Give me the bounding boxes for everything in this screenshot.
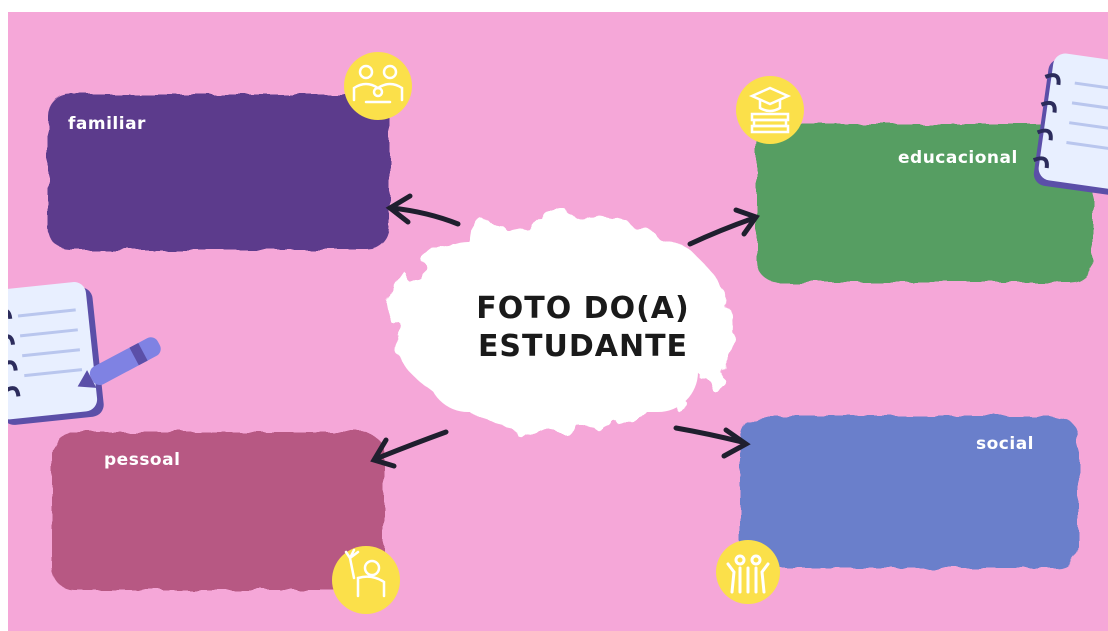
label-educacional: educacional [898,148,1018,168]
educacional-box [756,124,1092,282]
family-icon [344,52,412,120]
notebook-icon-top-right [1032,53,1108,196]
familiar-box [48,94,390,250]
label-social: social [976,434,1035,454]
graduation-books-icon [736,76,804,144]
center-title-line1: FOTO DO(A) [476,291,690,326]
label-familiar: familiar [68,114,146,134]
diagram-graphics [8,52,1108,614]
notebook-with-pen-icon [8,282,161,425]
pessoal-box [52,432,384,590]
group-people-icon [716,540,780,604]
arrow-to-familiar [385,193,461,227]
center-title: FOTO DO(A) ESTUDANTE [428,290,738,366]
label-pessoal: pessoal [104,450,181,470]
arrow-to-educacional [687,207,760,247]
arrow-to-social [673,425,751,459]
mind-map-canvas: familiar educacional pessoal social FOTO… [8,12,1108,631]
person-waving-icon [332,546,400,614]
center-title-line2: ESTUDANTE [477,329,689,364]
photo-placeholder [393,216,733,432]
social-box [740,416,1078,568]
arrow-to-pessoal [370,429,449,469]
